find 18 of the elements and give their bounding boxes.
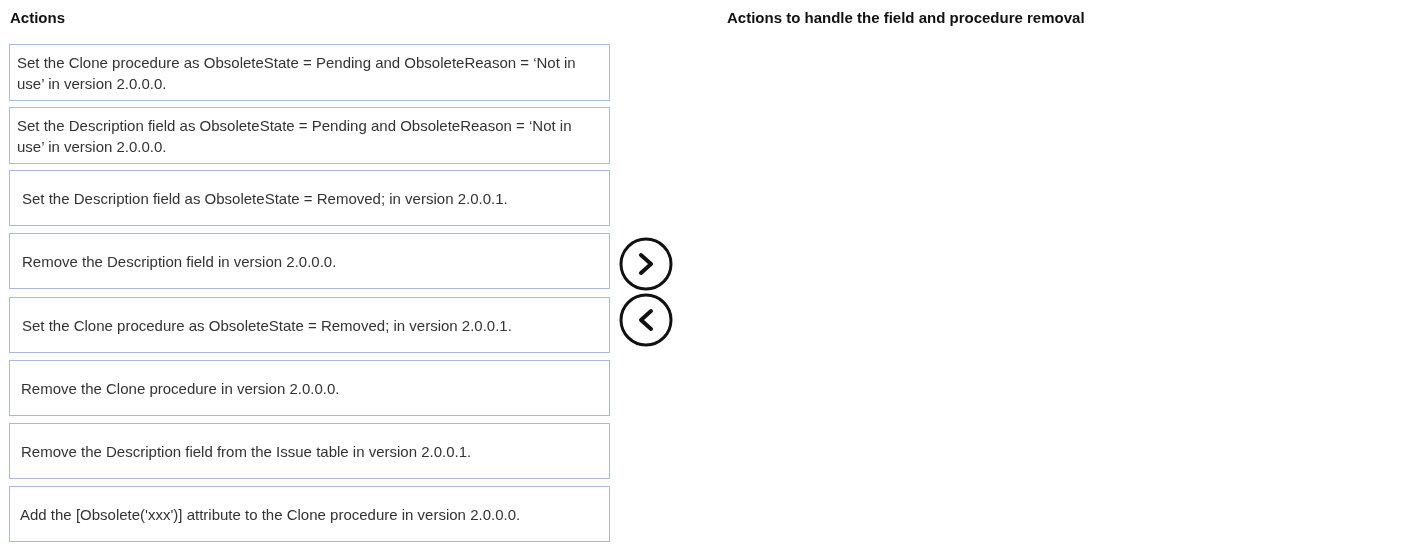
option-text: Set the Description field as ObsoleteState = Removed; in version 2.0.0.1. xyxy=(22,188,508,209)
answer-option-card xyxy=(9,107,610,164)
answer-option-card xyxy=(9,233,610,289)
option-text: Set the Clone procedure as ObsoleteState = Removed; in version 2.0.0.1. xyxy=(22,315,512,336)
answer-option-card xyxy=(9,423,610,479)
option-text: Set the Clone procedure as ObsoleteState = Pending and ObsoleteReason = ‘Not in use’ in version 2.0.0.0. xyxy=(17,52,577,94)
section-heading: Actions xyxy=(10,9,65,27)
answer-option-card xyxy=(9,297,610,353)
answer-option-card xyxy=(9,360,610,416)
answer-option-card xyxy=(9,44,610,101)
section-heading: Actions to handle the field and procedure removal xyxy=(727,9,1085,27)
option-text: Remove the Description field from the Issue table in version 2.0.0.1. xyxy=(21,441,472,462)
option-text: Add the [Obsolete('xxx')] attribute to the Clone procedure in version 2.0.0.0. xyxy=(20,504,521,525)
option-text: Remove the Clone procedure in version 2.0.0.0. xyxy=(21,378,340,399)
option-text: Remove the Description field in version 2.0.0.0. xyxy=(22,251,337,272)
answer-option-card xyxy=(9,170,610,226)
option-text: Set the Description field as ObsoleteState = Pending and ObsoleteReason = ‘Not in use’ in version 2.0.0.0. xyxy=(17,115,573,157)
answer-option-card xyxy=(9,486,610,542)
